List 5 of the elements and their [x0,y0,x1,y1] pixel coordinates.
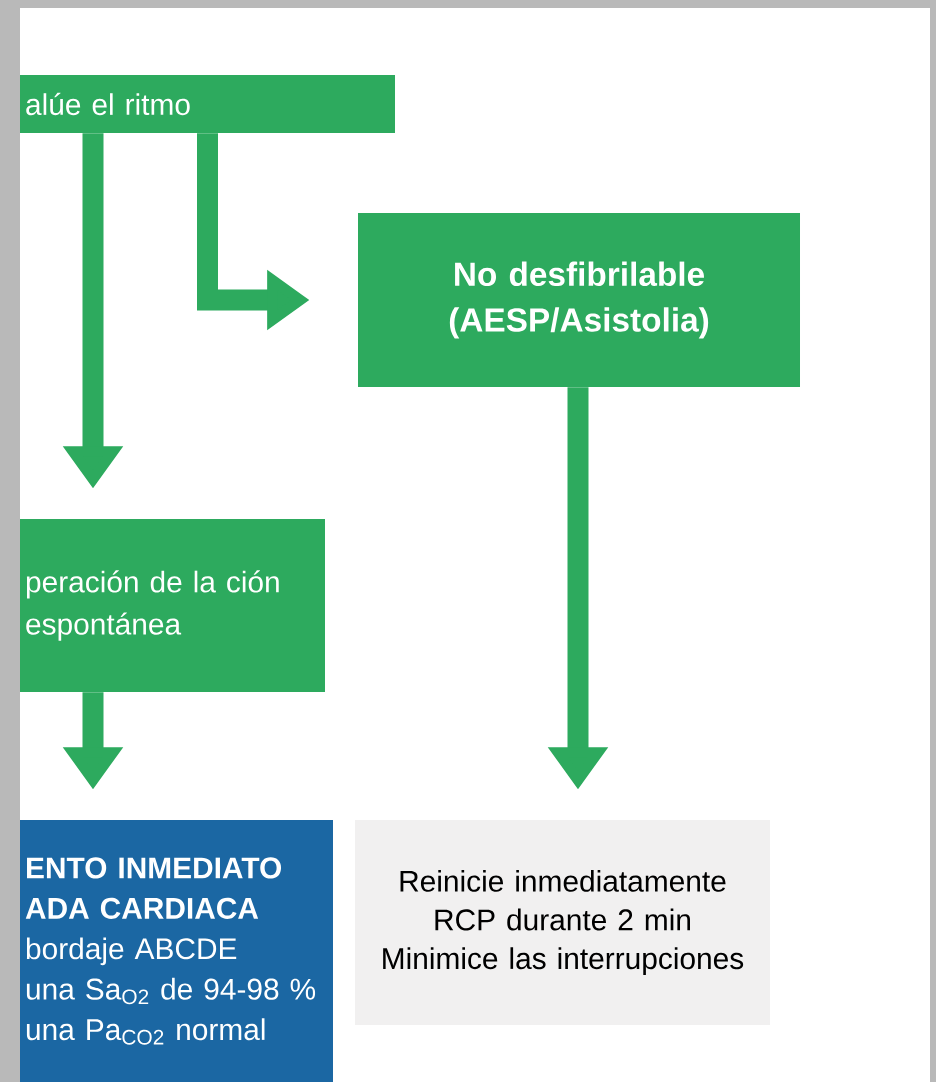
process-box: peración de la ción espontánea [20,519,325,692]
process-box: No desfibrilable (AESP/Asistolia) [358,213,800,387]
process-box: ENTO INMEDIATO ADA CARDIACA bordaje ABCDE una Sa$_{O2}$ de 94-98 % una Pa$_{CO2}$ normal [20,820,333,1082]
process-box: alúe el ritmo [20,75,395,133]
process-box: Reinicie inmediatamente RCP durante 2 min Minimice las interrupciones [355,820,770,1025]
